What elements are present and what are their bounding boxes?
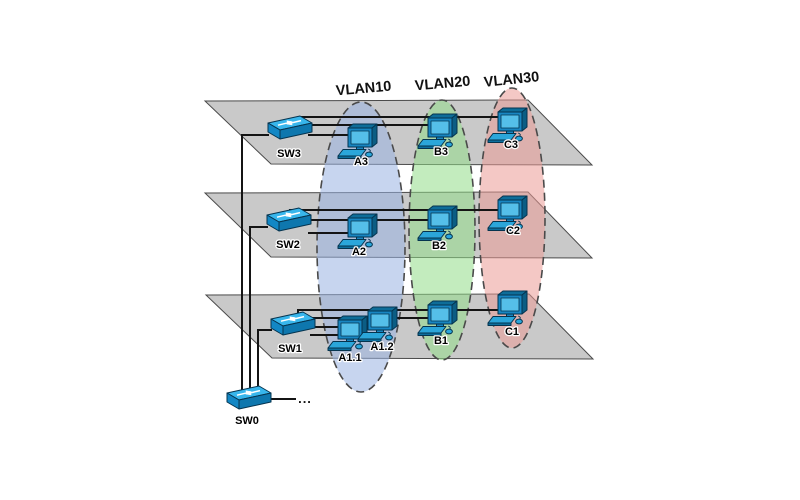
vlan-labels: VLAN10 VLAN20 VLAN30 bbox=[335, 69, 540, 99]
switch-label-sw1: SW1 bbox=[278, 343, 302, 355]
pc-label-a12: A1.2 bbox=[370, 341, 393, 353]
switch-label-sw0: SW0 bbox=[235, 415, 259, 427]
pc-label-b1: B1 bbox=[434, 335, 448, 347]
pc-label-b3: B3 bbox=[434, 146, 448, 158]
uplink-continuation-dots: ... bbox=[298, 391, 312, 406]
pc-label-c3: C3 bbox=[504, 139, 518, 151]
pc-label-a11: A1.1 bbox=[338, 352, 361, 364]
switch-label-sw3: SW3 bbox=[277, 148, 301, 160]
pc-label-b2: B2 bbox=[432, 240, 446, 252]
trunk-sw0-sw2 bbox=[249, 226, 268, 392]
vlan30-label: VLAN30 bbox=[483, 69, 540, 91]
pc-label-a3: A3 bbox=[354, 156, 368, 168]
trunk-sw0-sw3 bbox=[241, 134, 269, 392]
device-labels: SW3 SW2 SW1 SW0 A3 B3 C3 A2 B2 C2 A1.1 A… bbox=[234, 138, 521, 429]
vlan10-label: VLAN10 bbox=[335, 79, 392, 100]
trunk-sw0-sw1 bbox=[257, 329, 272, 392]
pc-label-c1: C1 bbox=[505, 326, 519, 338]
vlan20-label: VLAN20 bbox=[414, 74, 471, 95]
pc-label-a2: A2 bbox=[352, 246, 366, 258]
switch-label-sw2: SW2 bbox=[276, 239, 300, 251]
switch-icon-sw0 bbox=[226, 385, 272, 410]
pc-label-c2: C2 bbox=[506, 225, 520, 237]
